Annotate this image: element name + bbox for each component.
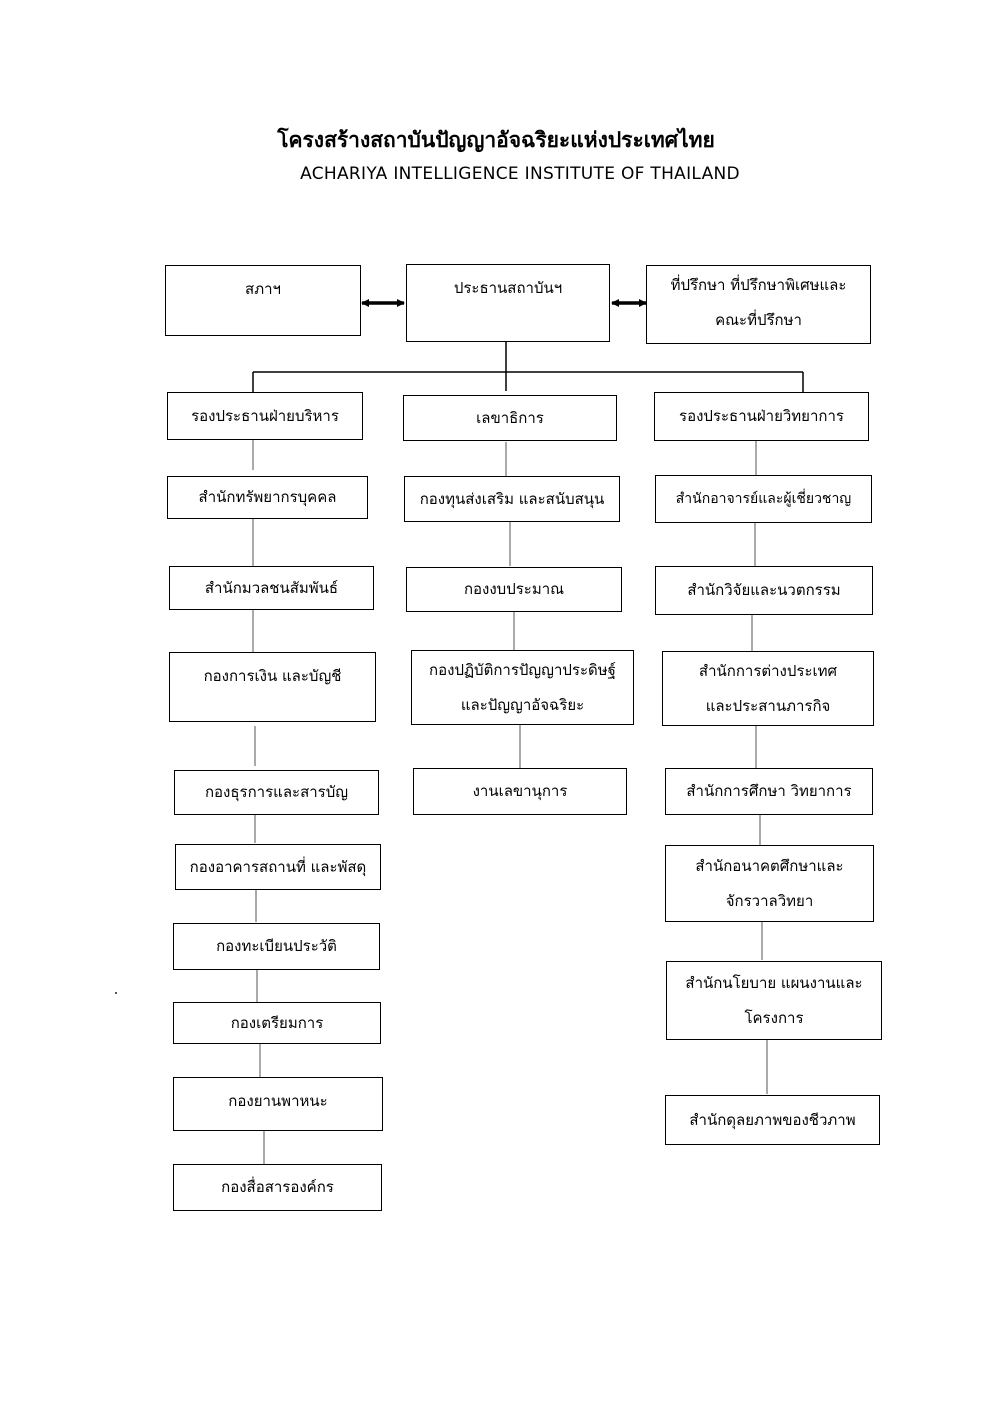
president-box: ประธานสถาบันฯ bbox=[406, 264, 610, 342]
middle-item-1: กองงบประมาณ bbox=[406, 567, 622, 612]
stray-dot bbox=[115, 992, 117, 994]
right-item-1: สำนักวิจัยและนวตกรรม bbox=[655, 566, 873, 615]
advisors-box: ที่ปรึกษา ที่ปรึกษาพิเศษและ คณะที่ปรึกษา bbox=[646, 265, 871, 344]
column-links bbox=[252, 440, 768, 1164]
left-item-6: กองเตรียมการ bbox=[173, 1002, 381, 1044]
left-item-5: กองทะเบียนประวัติ bbox=[173, 923, 380, 970]
left-item-8: กองสื่อสารองค์กร bbox=[173, 1164, 382, 1211]
right-head-box: รองประธานฝ่ายวิทยาการ bbox=[654, 392, 869, 441]
council-box: สภาฯ bbox=[165, 265, 361, 336]
right-item-2: สำนักการต่างประเทศ และประสานภารกิจ bbox=[662, 651, 874, 726]
left-head-box: รองประธานฝ่ายบริหาร bbox=[167, 392, 363, 440]
left-item-2: กองการเงิน และบัญชี bbox=[169, 652, 376, 722]
right-item-5: สำนักนโยบาย แผนงานและ โครงการ bbox=[666, 961, 882, 1040]
middle-head-box: เลขาธิการ bbox=[403, 395, 617, 441]
right-item-0: สำนักอาจารย์และผู้เชี่ยวชาญ bbox=[655, 475, 872, 523]
page-subtitle: ACHARIYA INTELLIGENCE INSTITUTE OF THAIL… bbox=[300, 164, 740, 184]
left-item-0: สำนักทรัพยากรบุคคล bbox=[167, 476, 368, 519]
right-item-6: สำนักดุลยภาพของชีวภาพ bbox=[665, 1095, 880, 1145]
right-item-3: สำนักการศึกษา วิทยาการ bbox=[665, 768, 873, 815]
left-item-4: กองอาคารสถานที่ และพัสดุ bbox=[175, 844, 381, 890]
page-title: โครงสร้างสถาบันปัญญาอัจฉริยะแห่งประเทศไท… bbox=[277, 128, 715, 152]
middle-item-2: กองปฏิบัติการปัญญาประดิษฐ์ และปัญญาอัจฉร… bbox=[411, 650, 634, 725]
right-item-4: สำนักอนาคตศึกษาและ จักรวาลวิทยา bbox=[665, 845, 874, 922]
left-item-7: กองยานพาหนะ bbox=[173, 1077, 383, 1131]
middle-item-3: งานเลขานุการ bbox=[413, 768, 627, 815]
left-item-3: กองธุรการและสารบัญ bbox=[174, 770, 379, 815]
left-item-1: สำนักมวลชนสัมพันธ์ bbox=[169, 566, 374, 610]
middle-item-0: กองทุนส่งเสริม และสนับสนุน bbox=[404, 476, 620, 522]
